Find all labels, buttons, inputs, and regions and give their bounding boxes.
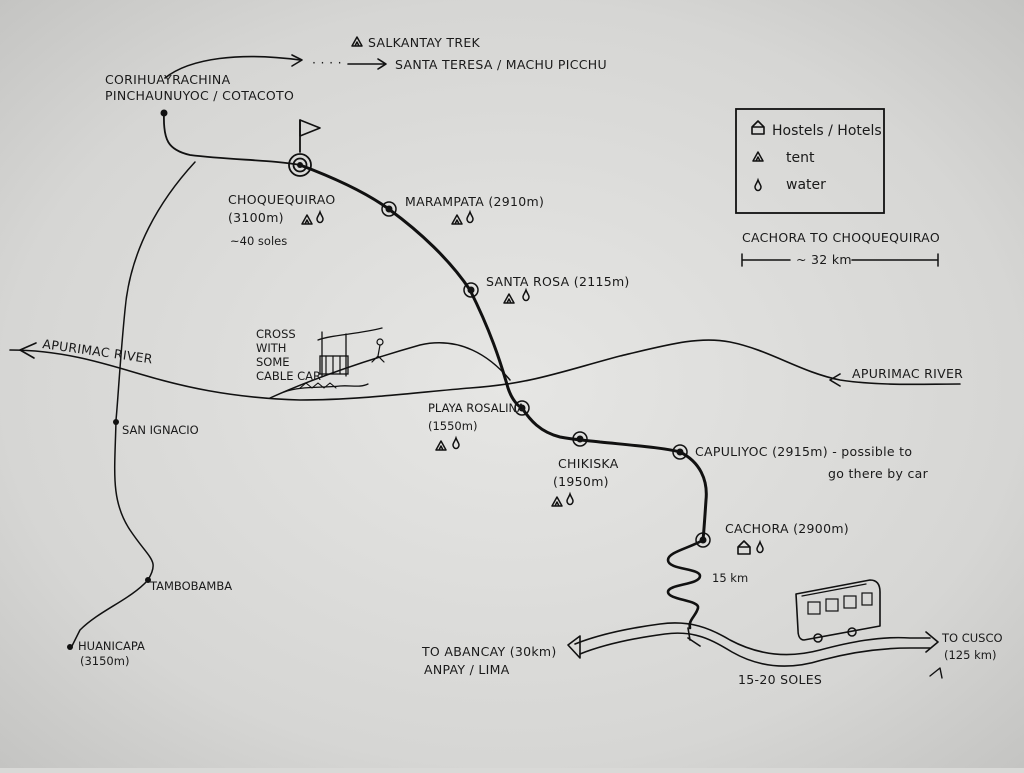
legend-hostels: Hostels / Hotels — [772, 123, 882, 139]
playa-rosalina-alt: (1550m) — [428, 419, 477, 433]
water-drop-icon — [316, 211, 324, 224]
water-drop-icon — [566, 493, 574, 506]
cable-text-3: SOME — [256, 355, 290, 369]
arrow-cusco-icon — [925, 631, 939, 653]
tent-icon — [551, 496, 563, 507]
switchbacks — [666, 538, 705, 630]
cable-text-1: CROSS — [256, 327, 296, 341]
legend-box — [735, 108, 885, 214]
san-ignacio-label: SAN IGNACIO — [122, 423, 199, 437]
cable-text-2: WITH — [256, 341, 286, 355]
santa-rosa-label: SANTA ROSA (2115m) — [486, 274, 630, 289]
water-drop-icon — [466, 211, 474, 224]
road-top-edge — [574, 622, 931, 656]
cusco-distance: (125 km) — [944, 648, 996, 662]
marampata-marker — [381, 201, 397, 217]
water-drop-icon — [754, 179, 762, 192]
house-icon — [751, 120, 765, 135]
trail-west-lower — [71, 419, 154, 647]
bus-icon — [795, 579, 881, 643]
choquequirao-label: CHOQUEQUIRAO — [228, 192, 335, 207]
trail-west-upper — [115, 161, 196, 421]
scale-bar: CACHORA TO CHOQUEQUIRAO ~ 32 km — [741, 230, 940, 267]
capuliyoc-label: CAPULIYOC (2915m) - possible to — [695, 444, 912, 459]
marampata-label: MARAMPATA (2910m) — [405, 194, 544, 209]
corihuayrachina-label: CORIHUAYRACHINA — [105, 72, 231, 87]
trail-junction — [687, 627, 701, 647]
water-drop-icon — [756, 541, 764, 554]
cachora-label: CACHORA (2900m) — [725, 521, 849, 536]
bus-price: 15-20 SOLES — [738, 672, 822, 687]
huanicapa-label: HUANICAPA — [78, 639, 145, 653]
switchback-distance: 15 km — [712, 571, 748, 585]
pinchaunuyoc-label: PINCHAUNUYOC / COTACOTO — [105, 88, 294, 103]
arrow-to-salkantay — [164, 55, 301, 79]
cusco-tick — [929, 667, 943, 679]
tent-icon — [435, 440, 447, 451]
apurimac-river — [9, 339, 961, 401]
water-drop-icon — [522, 289, 530, 302]
san-ignacio-point — [113, 419, 119, 425]
tent-icon — [351, 36, 363, 47]
tent-icon — [301, 214, 313, 225]
playa-rosalina-label: PLAYA ROSALINA — [428, 401, 525, 415]
water-drop-icon — [452, 437, 460, 450]
salkantay-label: SALKANTAY TREK — [351, 35, 481, 50]
trail-corihuayrachina-choquequirao — [163, 112, 301, 166]
cable-text-4: CABLE CAR — [256, 369, 321, 383]
chikiska-label: CHIKISKA — [558, 456, 619, 471]
dots: · · · · — [312, 55, 342, 70]
choquequirao-marker — [288, 153, 312, 177]
abancay-label: TO ABANCAY (30km) — [421, 644, 557, 659]
choquequirao-alt: (3100m) — [228, 210, 284, 225]
abancay-label-2: ANPAY / LIMA — [424, 662, 510, 677]
tent-icon — [503, 293, 515, 304]
road-bottom-edge — [579, 632, 931, 667]
scale-line — [741, 253, 939, 267]
tent-icon — [451, 214, 463, 225]
chikiska-alt: (1950m) — [553, 474, 609, 489]
huanicapa-point — [67, 644, 73, 650]
main-trail — [298, 163, 708, 542]
flag-icon — [299, 119, 321, 153]
tambobamba-label: TAMBOBAMBA — [149, 579, 232, 593]
cable-car-note: CROSS WITH SOME CABLE CAR — [256, 327, 321, 383]
legend: Hostels / Hotels tent water — [735, 108, 885, 214]
santa-teresa-text: SANTA TERESA / MACHU PICCHU — [395, 57, 607, 72]
capuliyoc-note: go there by car — [828, 466, 929, 481]
choquequirao-price: ~40 soles — [230, 234, 287, 248]
legend-tent: tent — [786, 150, 815, 166]
cable-car-icon — [283, 327, 385, 393]
river-label-right: APURIMAC RIVER — [852, 366, 963, 381]
arrowhead-icon — [291, 54, 303, 67]
river-arrow-left — [19, 342, 37, 359]
cusco-label: TO CUSCO — [941, 631, 1003, 645]
scale-title: CACHORA TO CHOQUEQUIRAO — [742, 230, 940, 245]
huanicapa-alt: (3150m) — [80, 654, 129, 668]
scale-value: ~ 32 km — [796, 252, 852, 267]
arrow-abancay-icon — [567, 635, 581, 659]
salkantay-trek-text: SALKANTAY TREK — [368, 35, 481, 50]
tambobamba-point — [145, 577, 151, 583]
tent-icon — [752, 151, 764, 162]
river-arrow-right — [829, 373, 841, 387]
house-icon — [737, 540, 751, 555]
legend-water: water — [786, 177, 826, 193]
arrow-to-santa-teresa — [347, 58, 387, 70]
